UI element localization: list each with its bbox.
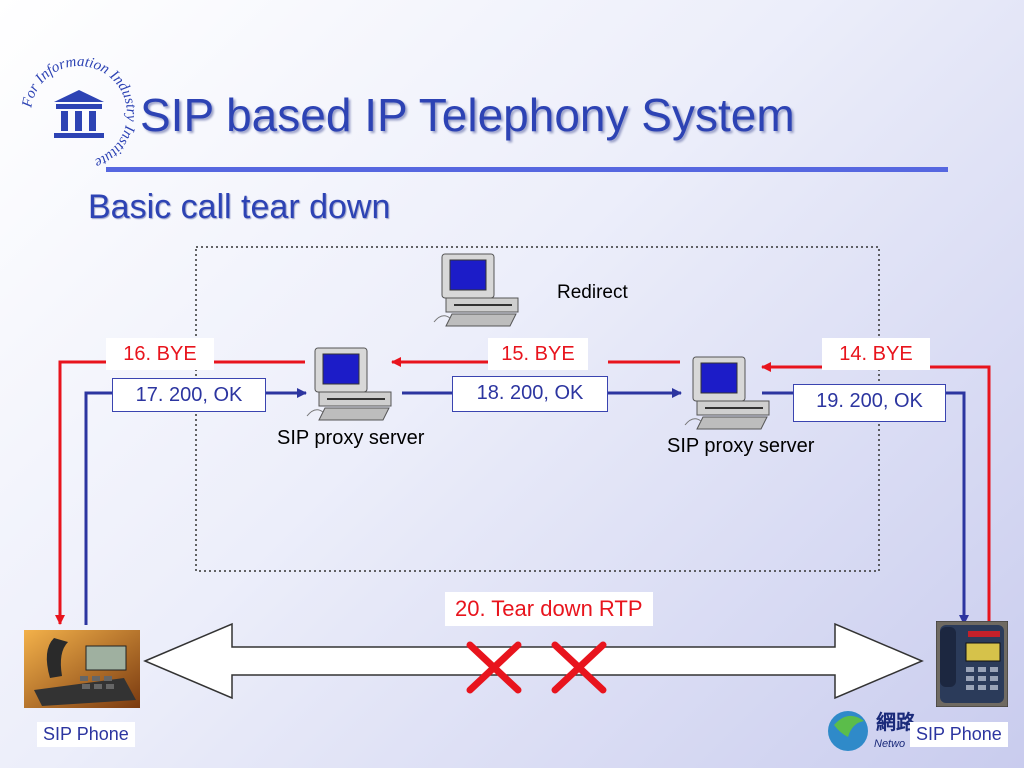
ok-17-line: [84, 391, 112, 625]
institute-logo: For Information Industry Institute: [19, 58, 139, 170]
message-17-ok: 17. 200, OK: [112, 378, 266, 412]
rtp-double-arrow: [143, 622, 924, 700]
sip-phone-right-icon[interactable]: [936, 621, 1008, 707]
message-19-ok: 19. 200, OK: [793, 384, 946, 422]
phone-right-label: SIP Phone: [910, 722, 1008, 747]
proxy-server-right-icon[interactable]: [683, 355, 773, 431]
message-16-bye: 16. BYE: [106, 338, 214, 370]
temple-icon: [54, 90, 104, 138]
phone-left-label: SIP Phone: [37, 722, 135, 747]
sip-phone-left-icon[interactable]: [24, 630, 140, 708]
teardown-x-icon: [551, 641, 607, 694]
message-14-bye: 14. BYE: [822, 338, 930, 370]
proxy-server-left-icon[interactable]: [305, 346, 395, 422]
redirect-server-icon[interactable]: [432, 252, 522, 328]
ok-19-arrow: [946, 391, 969, 625]
proxy-right-label: SIP proxy server: [667, 435, 815, 457]
bye-14-line: [930, 365, 991, 628]
title-underline: [106, 167, 948, 172]
redirect-label: Redirect: [557, 282, 628, 303]
bye-16-arrow: [55, 360, 106, 625]
proxy-left-label: SIP proxy server: [277, 427, 425, 449]
network-lab-logo-subtext: Netwo: [874, 738, 905, 750]
message-20-teardown: 20. Tear down RTP: [445, 592, 653, 626]
message-18-ok: 18. 200, OK: [452, 376, 608, 412]
slide-title: SIP based IP Telephony System: [140, 89, 795, 141]
message-15-bye: 15. BYE: [488, 338, 588, 370]
slide-subtitle: Basic call tear down: [88, 188, 391, 226]
teardown-x-icon: [466, 641, 522, 694]
